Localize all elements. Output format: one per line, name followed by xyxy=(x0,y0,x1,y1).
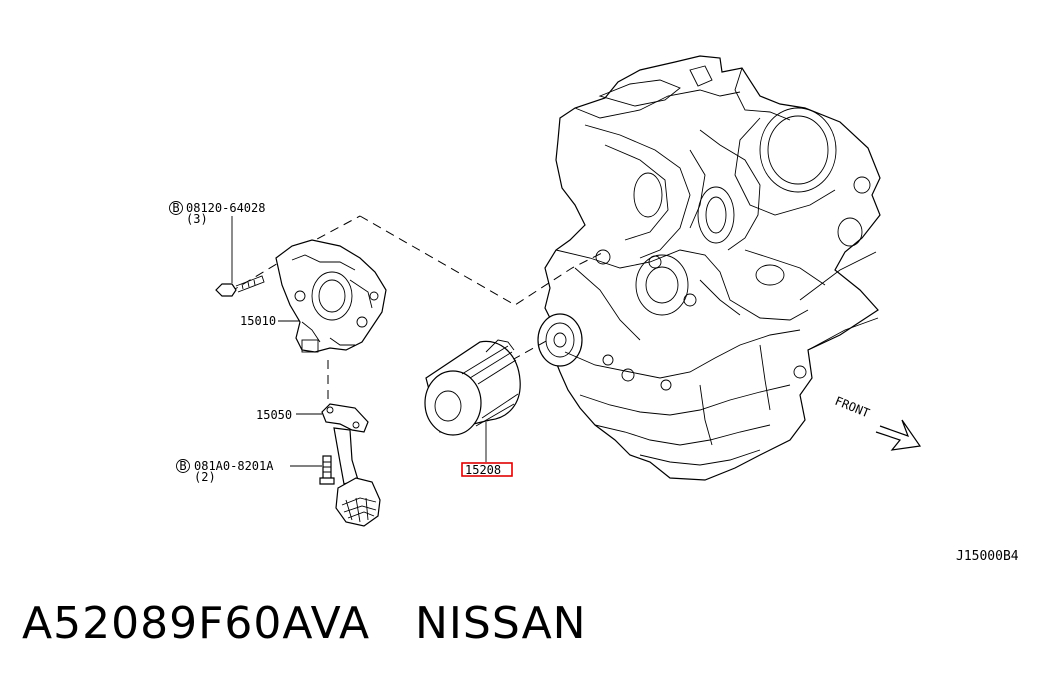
drawing-reference: J15000B4 xyxy=(956,549,1019,564)
oil-strainer-drawing xyxy=(333,427,381,527)
bolt-bottom-part-number: 081A0-8201A xyxy=(194,459,274,473)
bolt-081a0-drawing xyxy=(290,455,335,485)
bolt-top-quantity: (3) xyxy=(186,212,208,226)
bolt-bottom-callout: B 081A0-8201A (2) xyxy=(176,459,274,484)
bolt-top-callout: B 08120-64028 (3) xyxy=(169,201,265,226)
assembly-dashed-lines xyxy=(229,215,605,405)
engine-block-drawing xyxy=(537,55,881,481)
bolt-top-part-number: 08120-64028 xyxy=(186,201,265,215)
bolt-08120-drawing xyxy=(215,216,265,297)
bolt-bottom-circled-letter: B xyxy=(179,459,186,473)
front-arrow-icon xyxy=(875,419,922,451)
bolt-top-circled-letter: B xyxy=(172,201,179,215)
bolt-bottom-quantity: (2) xyxy=(194,470,216,484)
brand-name: NISSAN xyxy=(415,598,587,649)
front-label: FRONT xyxy=(833,394,872,421)
oil-pump-label: 15010 xyxy=(240,314,276,328)
gasket-drawing xyxy=(296,403,369,433)
caption-gap xyxy=(370,598,415,649)
oil-pump-drawing xyxy=(275,239,387,353)
oil-filter-callout: 15208 xyxy=(461,462,513,477)
oil-filter-drawing xyxy=(424,339,521,462)
part-caption: A52089F60AVA NISSAN xyxy=(22,598,587,649)
oil-filter-label: 15208 xyxy=(465,463,501,477)
gasket-label: 15050 xyxy=(256,408,292,422)
parts-diagram: B 08120-64028 (3) 15010 15050 B 081A0-82… xyxy=(169,55,1019,564)
part-number: A52089F60AVA xyxy=(22,598,371,649)
